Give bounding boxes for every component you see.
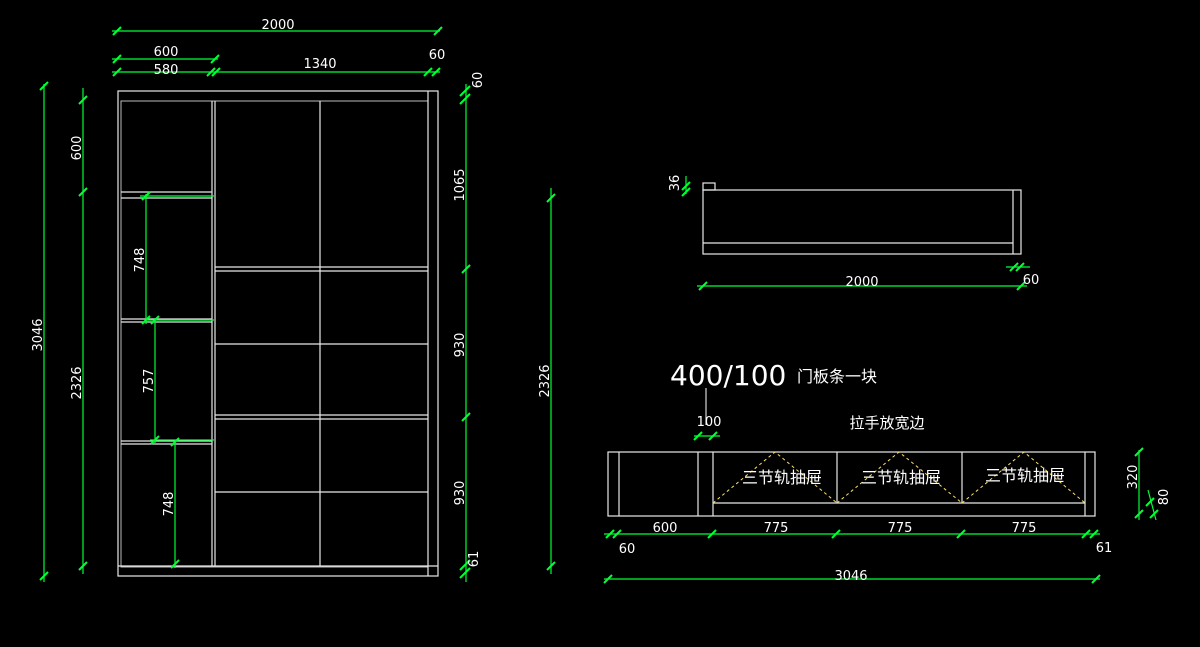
drawer-2-handle-outline: [836, 451, 963, 504]
top-view: 36 2000 60: [668, 175, 1040, 291]
drawer-view: 400/100 门板条一块 拉手放宽边 三节轨抽屉 三节轨抽屉 三节轨抽屉 10…: [603, 359, 1172, 584]
note-door-strip-text: 门板条一块: [797, 367, 877, 386]
dim-right-upper: 1065: [453, 168, 468, 201]
dim-drawer-overall-length: 3046: [834, 569, 867, 584]
dim-drawer-1-width: 775: [764, 521, 789, 536]
dim-bottom-strip: 80: [1157, 489, 1172, 506]
dim-drawer-left-side: 60: [619, 542, 636, 557]
dim-top-length: 2000: [845, 275, 878, 290]
dim-left-cell-1: 748: [133, 248, 148, 273]
dim-right-section: 1340: [303, 57, 336, 72]
dim-side-total: 2326: [538, 364, 553, 397]
dim-bottom-plinth: 61: [467, 551, 482, 568]
dim-drawer-3-width: 775: [1012, 521, 1037, 536]
drawer-1-label: 三节轨抽屉: [742, 468, 822, 487]
dim-drawer-height: 320: [1126, 465, 1141, 490]
dim-right-middle: 930: [453, 333, 468, 358]
dim-handle-strip: 100: [697, 415, 722, 430]
dim-drawer-2-width: 775: [888, 521, 913, 536]
drawer-2-label: 三节轨抽屉: [861, 468, 941, 487]
dim-drawer-right-side: 61: [1096, 541, 1113, 556]
note-door-strip-ratio: 400/100: [670, 359, 786, 392]
dim-overall-height: 3046: [31, 318, 46, 351]
dim-left-top-cell: 600: [70, 136, 85, 161]
dim-left-column-inner: 580: [154, 63, 179, 78]
drawer-3-label: 三节轨抽屉: [985, 466, 1065, 485]
top-view-outline: [702, 189, 1022, 255]
note-handle-wide-edge: 拉手放宽边: [849, 414, 924, 432]
dim-top-thickness: 36: [668, 175, 683, 192]
top-view-tab: [702, 182, 716, 191]
drawer-3-handle-outline: [961, 451, 1086, 504]
dim-top-side-panel: 60: [1023, 273, 1040, 288]
dim-left-cell-3: 748: [162, 492, 177, 517]
dim-overall-width: 2000: [261, 18, 294, 33]
front-view: 2000 600 580 1340 60 3046 600 2326 748: [31, 18, 556, 582]
dim-right-side-panel: 60: [429, 48, 446, 63]
drawer-1-handle-outline: [712, 451, 838, 504]
drawer-cabinet-outline: [607, 451, 1096, 517]
dim-left-lower-height: 2326: [70, 366, 85, 399]
dim-right-lower: 930: [453, 481, 468, 506]
dim-left-column-outer: 600: [154, 45, 179, 60]
cabinet-outer-frame: [117, 90, 439, 577]
dim-left-cell-2: 757: [142, 369, 157, 394]
dim-drawer-left-section: 600: [653, 521, 678, 536]
dim-top-panel: 60: [471, 72, 486, 89]
